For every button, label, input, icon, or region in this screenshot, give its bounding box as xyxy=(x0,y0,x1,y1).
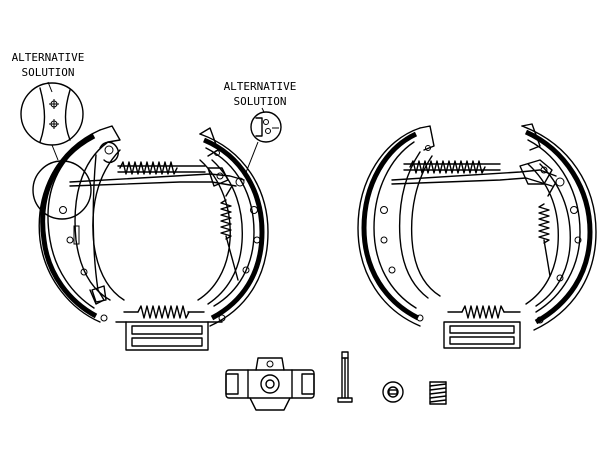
wheel-cylinder xyxy=(225,357,315,411)
hold-down-spring xyxy=(429,381,447,405)
label-alternative-left-line2: SOLUTION xyxy=(22,66,75,79)
brake-assembly-right xyxy=(357,123,597,349)
alternative-detail-left xyxy=(20,81,84,161)
hold-down-pin xyxy=(337,351,353,403)
label-alternative-right-line2: SOLUTION xyxy=(234,95,287,108)
spring-cup-washer xyxy=(382,381,404,403)
label-alternative-right-line1: ALTERNATIVE xyxy=(224,80,297,93)
alternative-detail-right xyxy=(244,107,282,176)
label-alternative-left-line1: ALTERNATIVE xyxy=(12,51,85,64)
brake-assembly-left xyxy=(32,125,269,351)
